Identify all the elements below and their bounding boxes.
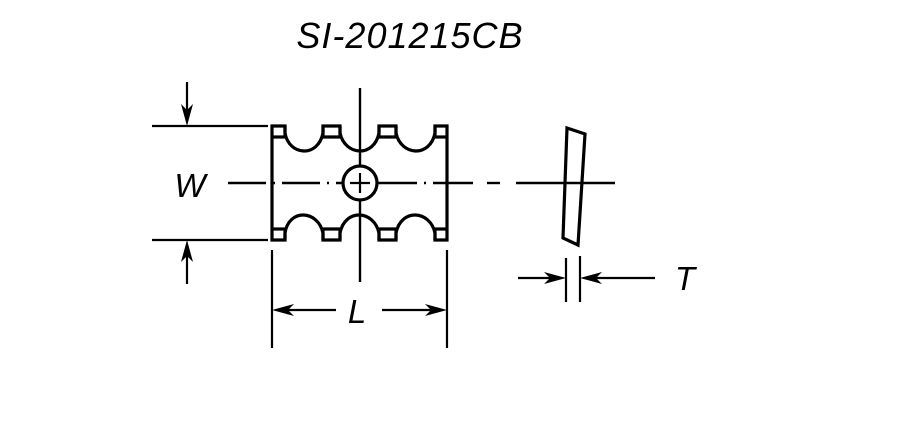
thickness-arrowhead-right (580, 272, 602, 284)
width-arrowhead-bottom (181, 240, 193, 262)
side-view (561, 125, 587, 248)
part-number-title: SI-201215CB (296, 15, 523, 56)
dimension-length: L (270, 250, 449, 348)
length-arrowhead-left (272, 304, 294, 316)
width-arrowhead-top (181, 104, 193, 126)
front-view (270, 124, 449, 242)
length-dimension-label: L (348, 293, 366, 330)
dimension-width: W (152, 82, 268, 284)
dimension-thickness: T (518, 256, 698, 302)
thickness-arrowhead-left (544, 272, 566, 284)
thickness-dimension-label: T (675, 260, 698, 297)
width-dimension-label: W (174, 167, 208, 204)
length-arrowhead-right (425, 304, 447, 316)
side-view-profile (561, 125, 587, 248)
center-hole (341, 164, 379, 202)
